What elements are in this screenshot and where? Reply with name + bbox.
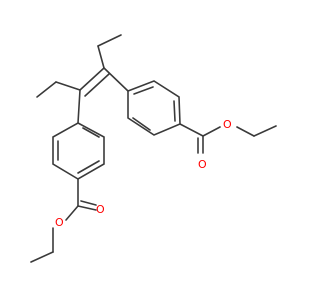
central-double-bond [79, 67, 110, 97]
right-ester-group [179, 123, 277, 154]
structure-canvas: O O O O [30, 34, 277, 263]
right-benzene-ring [103, 67, 181, 136]
upper-ethyl-group [97, 34, 122, 69]
left-ethyl-group [36, 81, 81, 98]
left-ether-oxygen-label: O [55, 216, 64, 229]
left-ester-group [30, 178, 97, 263]
left-carbonyl-oxygen-label: O [96, 203, 105, 216]
right-ether-oxygen-label: O [223, 118, 232, 131]
right-carbonyl-oxygen-label: O [198, 158, 207, 171]
molecule-structure-diagram: O O O O [30, 34, 277, 263]
left-benzene-ring [52, 89, 105, 180]
